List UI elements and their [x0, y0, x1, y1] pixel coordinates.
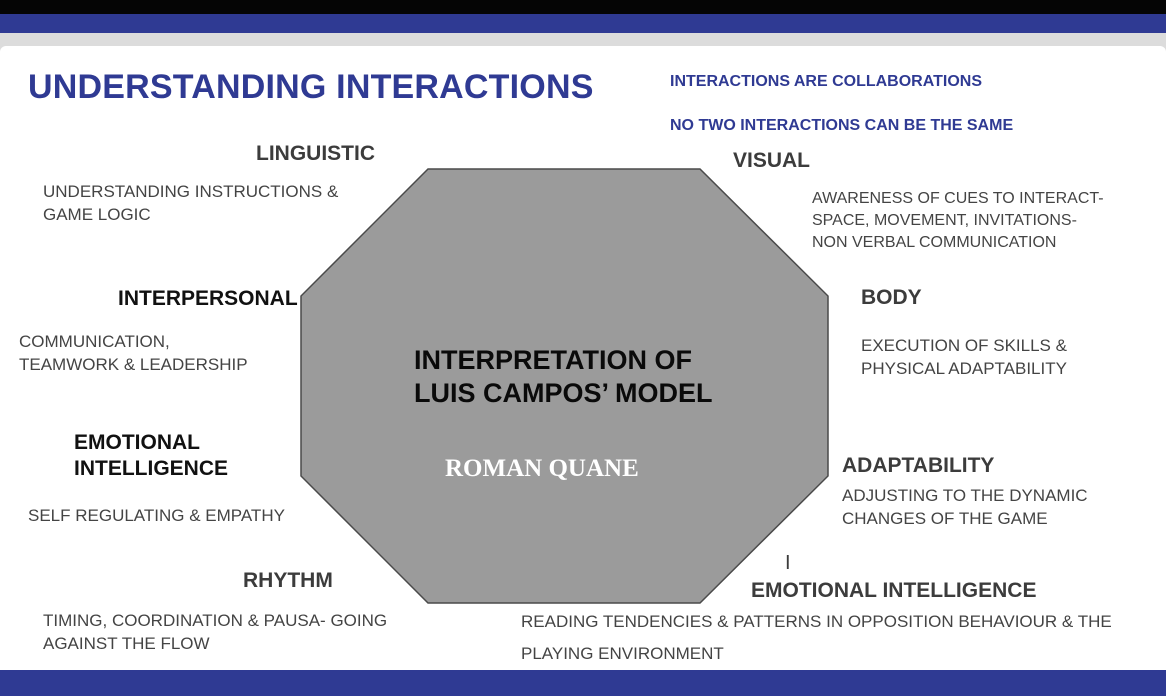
interpersonal-heading: INTERPERSONAL	[118, 287, 298, 310]
adaptability-description: ADJUSTING TO THE DYNAMIC CHANGES OF THE …	[842, 486, 1088, 528]
body-heading: BODY	[861, 286, 922, 309]
top-black-band	[0, 0, 1166, 14]
author-name: ROMAN QUANE	[445, 455, 639, 482]
octagon-shape	[300, 168, 829, 604]
interpersonal-description: COMMUNICATION, TEAMWORK & LEADERSHIP	[19, 332, 248, 374]
body-description: EXECUTION OF SKILLS & PHYSICAL ADAPTABIL…	[861, 336, 1067, 378]
center-title: INTERPRETATION OF LUIS CAMPOS’ MODEL	[414, 345, 713, 408]
slide-title: UNDERSTANDING INTERACTIONS	[28, 68, 594, 106]
rhythm-description: TIMING, COORDINATION & PAUSA- GOING AGAI…	[43, 611, 388, 653]
emotional-intelligence-left-heading: EMOTIONAL INTELLIGENCE	[74, 431, 229, 480]
stray-text-mark: I	[785, 552, 791, 574]
linguistic-heading: LINGUISTIC	[256, 142, 375, 165]
emotional-intelligence-right-description-line2: PLAYING ENVIRONMENT	[521, 644, 724, 663]
rhythm-heading: RHYTHM	[243, 569, 333, 592]
top-blue-band	[0, 14, 1166, 33]
adaptability-heading: ADAPTABILITY	[842, 454, 995, 477]
note-collaborations: INTERACTIONS ARE COLLABORATIONS	[670, 73, 982, 90]
emotional-intelligence-right-heading: EMOTIONAL INTELLIGENCE	[751, 579, 1037, 602]
octagon-polygon	[300, 168, 829, 604]
visual-heading: VISUAL	[733, 149, 811, 172]
note-no-two-same: NO TWO INTERACTIONS CAN BE THE SAME	[670, 117, 1014, 134]
linguistic-description: UNDERSTANDING INSTRUCTIONS & GAME LOGIC	[43, 182, 339, 224]
bottom-blue-band	[0, 670, 1166, 696]
visual-description: AWARENESS OF CUES TO INTERACT- SPACE, MO…	[812, 190, 1104, 251]
emotional-intelligence-right-description-line1: READING TENDENCIES & PATTERNS IN OPPOSIT…	[521, 612, 1112, 631]
emotional-intelligence-left-description: SELF REGULATING & EMPATHY	[28, 506, 285, 525]
